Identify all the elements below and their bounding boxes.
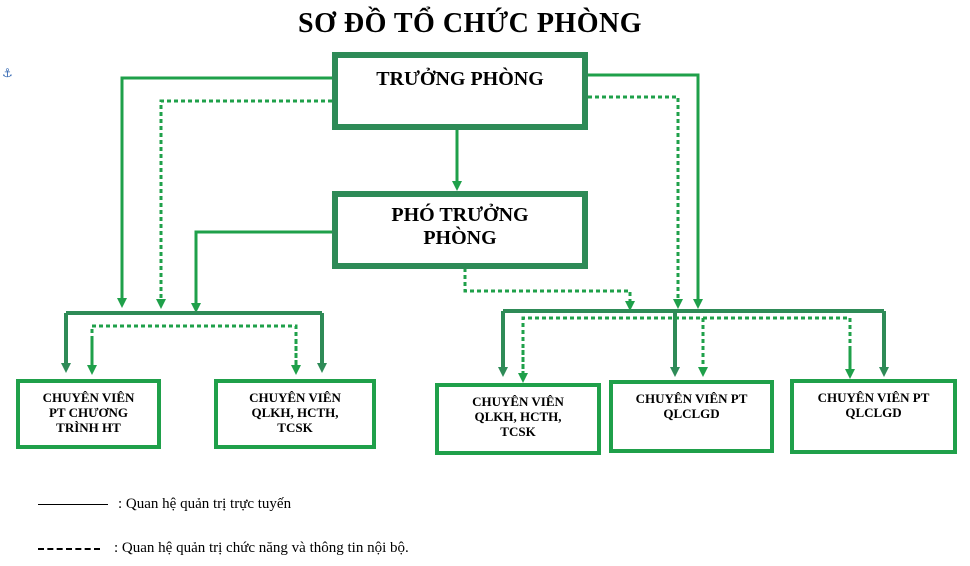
head-left-line [117, 76, 332, 308]
staff-box-5: CHUYÊN VIÊN PT QLCLGD [790, 379, 957, 454]
staff-box-4: CHUYÊN VIÊN PT QLCLGD [609, 380, 774, 453]
deputy-label: PHÓ TRƯỞNG PHÒNG [391, 204, 529, 249]
head-left-dotted [156, 99, 332, 309]
legend-solid: : Quan hệ quản trị trực tuyến [38, 496, 291, 513]
staff-label-1: CHUYÊN VIÊN PT CHƯƠNG TRÌNH HT [42, 390, 135, 435]
legend-dotted-label: : Quan hệ quản trị chức năng và thông ti… [114, 540, 409, 556]
staff-box-2: CHUYÊN VIÊN QLKH, HCTH, TCSK [214, 379, 376, 449]
anchor-icon: ⚓ [2, 66, 13, 80]
head-label: TRƯỞNG PHÒNG [376, 67, 544, 90]
staff-label-3: CHUYÊN VIÊN QLKH, HCTH, TCSK [472, 394, 564, 439]
head-right-line [584, 73, 703, 309]
solid-line-sample [38, 504, 108, 505]
deputy-left-line [191, 230, 332, 313]
left-dotted-bus [90, 324, 298, 368]
staff-box-3: CHUYÊN VIÊN QLKH, HCTH, TCSK [435, 383, 601, 455]
staff-label-2: CHUYÊN VIÊN QLKH, HCTH, TCSK [249, 390, 341, 435]
staff-box-1: CHUYÊN VIÊN PT CHƯƠNG TRÌNH HT [16, 379, 161, 449]
staff-label-4: CHUYÊN VIÊN PT QLCLGD [635, 391, 748, 421]
head-box: TRƯỞNG PHÒNG [332, 52, 588, 130]
page-title: SƠ ĐỒ TỔ CHỨC PHÒNG [298, 8, 642, 39]
legend-solid-label: : Quan hệ quản trị trực tuyến [118, 496, 292, 512]
staff-label-5: CHUYÊN VIÊN PT QLCLGD [817, 390, 930, 420]
legend-dotted: : Quan hệ quản trị chức năng và thông ti… [38, 540, 409, 557]
right-dotted-bus [521, 316, 852, 376]
head-right-dotted [588, 95, 683, 309]
deputy-right-dotted [463, 268, 635, 311]
dashed-line-sample [38, 547, 100, 550]
deputy-box: PHÓ TRƯỞNG PHÒNG [332, 191, 588, 269]
